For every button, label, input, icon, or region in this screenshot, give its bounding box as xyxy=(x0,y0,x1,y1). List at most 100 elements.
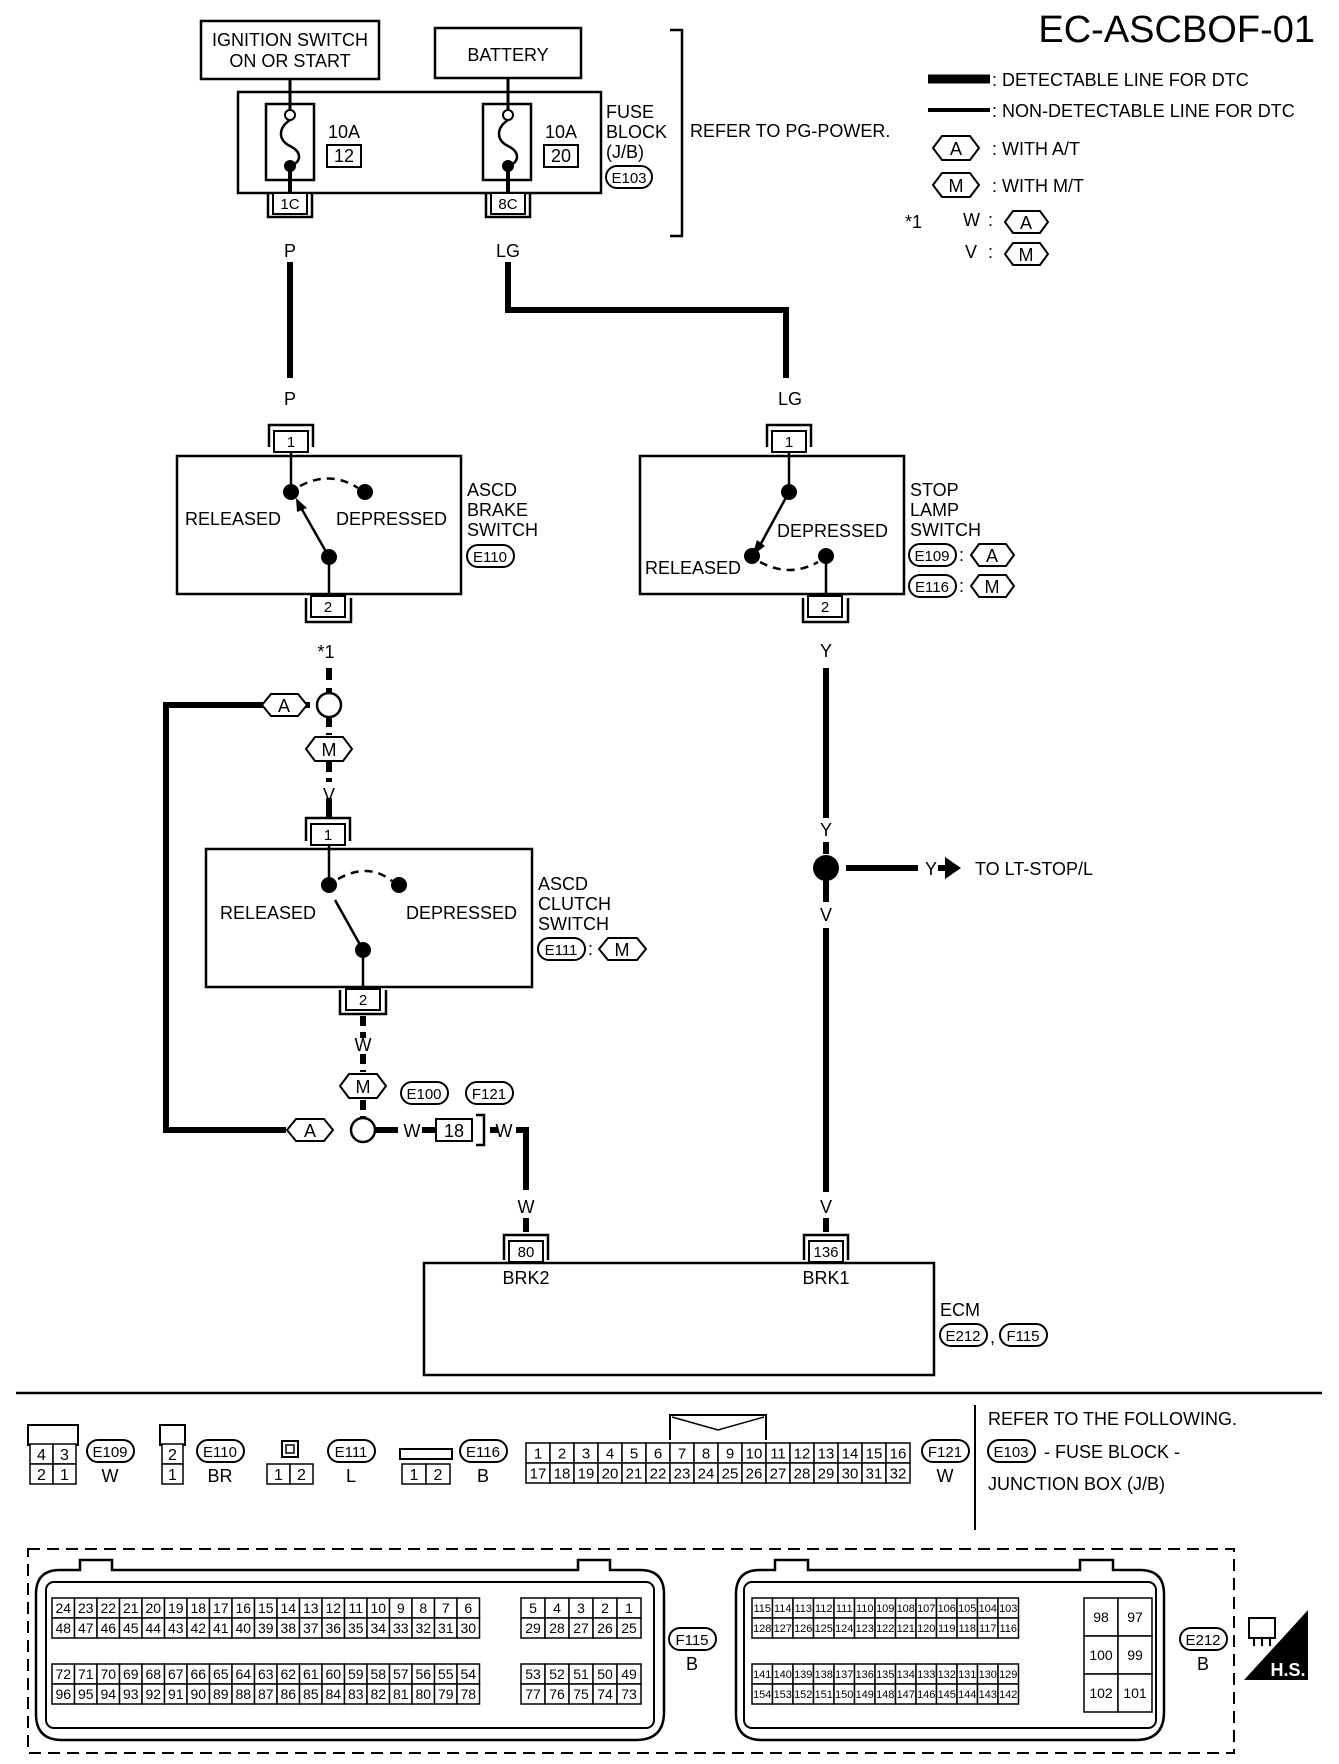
legend-at-tag xyxy=(931,135,981,161)
brake-conn-oval xyxy=(466,544,515,568)
f115-pin: 50 xyxy=(597,1666,613,1682)
brake-depressed: DEPRESSED xyxy=(336,509,447,529)
e212-pin: 141 xyxy=(753,1669,771,1681)
e212-pin: 137 xyxy=(835,1669,853,1681)
e212-pin: 145 xyxy=(938,1689,956,1701)
wire-w-to-ecm xyxy=(516,1127,529,1190)
e212-pin: 144 xyxy=(958,1689,976,1701)
f115-pin: 53 xyxy=(525,1666,541,1682)
brake-pin2: 2 xyxy=(324,599,332,616)
e111-id: E111 xyxy=(335,1444,368,1461)
wire-label-y2: Y xyxy=(820,820,832,840)
clutch-name-2: CLUTCH xyxy=(538,894,611,914)
e212-pin: 151 xyxy=(815,1689,833,1701)
brake-blade-arrow-icon xyxy=(296,498,307,512)
f115-color: B xyxy=(686,1654,698,1674)
stop-tag1 xyxy=(969,543,1016,567)
fuse-12-num-box xyxy=(326,144,362,168)
stop-lamp-switch: 1 DEPRESSED RELEASED 2 STOP LAMP SWITCH … xyxy=(638,423,1016,624)
ascd-clutch-switch: 1 RELEASED DEPRESSED 2 ASCD CLUTCH SWITC… xyxy=(204,816,648,1016)
clutch-pin1-bracket xyxy=(304,816,352,841)
e109-color: W xyxy=(102,1466,119,1486)
f115-pin: 8 xyxy=(419,1600,427,1616)
f115-pin: 61 xyxy=(303,1666,319,1682)
wire-label-w4: W xyxy=(518,1197,535,1217)
clutch-pin2: 2 xyxy=(359,992,367,1009)
f115-pin: 20 xyxy=(145,1600,161,1616)
f121-pin: 22 xyxy=(650,1465,667,1482)
f115-pin: 63 xyxy=(258,1666,274,1682)
e212-pin: 140 xyxy=(774,1669,792,1681)
f115-pin: 28 xyxy=(549,1620,565,1636)
hs-triangle xyxy=(1244,1610,1308,1680)
f115-pin: 62 xyxy=(280,1666,296,1682)
stop-conn1: E109 xyxy=(914,548,949,565)
ignition-switch-box xyxy=(199,19,381,81)
conn-e100-oval xyxy=(400,1081,449,1105)
f121-pin: 27 xyxy=(770,1465,787,1482)
ecm-pin136: 136 xyxy=(813,1244,838,1261)
f121-pin: 17 xyxy=(530,1465,547,1482)
legend-note-v: V xyxy=(965,242,977,262)
stop-name-3: SWITCH xyxy=(910,520,981,540)
e110-pin: 1 xyxy=(168,1467,177,1484)
f115-pin: 68 xyxy=(145,1666,161,1682)
e212-pin: 143 xyxy=(979,1689,997,1701)
e110-pin: 2 xyxy=(168,1447,177,1464)
conn-18: 18 xyxy=(444,1121,464,1141)
f115-pin: 64 xyxy=(235,1666,251,1682)
f121-pin: 12 xyxy=(794,1445,811,1462)
clutch-name-3: SWITCH xyxy=(538,914,609,934)
clutch-contact-released xyxy=(321,877,337,893)
f115-pin: 58 xyxy=(370,1666,386,1682)
ecm-brk1: BRK1 xyxy=(802,1268,849,1288)
f115-pin: 39 xyxy=(258,1620,274,1636)
stop-pin1: 1 xyxy=(785,434,793,451)
e212-pin: 119 xyxy=(938,1623,956,1635)
fuse-20-amp: 10A xyxy=(545,122,577,142)
f115-pin: 54 xyxy=(460,1666,476,1682)
e116-pin: 2 xyxy=(434,1467,443,1484)
f115-pin: 73 xyxy=(621,1686,637,1702)
f115-pin: 1 xyxy=(625,1600,633,1616)
f121-pin: 13 xyxy=(818,1445,835,1462)
wire-label-v3: V xyxy=(820,1197,832,1217)
term-8c: 8C xyxy=(498,196,517,213)
f115-housing xyxy=(34,1558,666,1742)
term-1c: 1C xyxy=(280,196,299,213)
f115-pin: 5 xyxy=(529,1600,537,1616)
brake-name-1: ASCD xyxy=(467,480,517,500)
wire-label-p-top: P xyxy=(284,241,296,261)
f115-pin: 85 xyxy=(303,1686,319,1702)
f115-pin: 36 xyxy=(325,1620,341,1636)
e212-pin: 130 xyxy=(979,1669,997,1681)
f115-pin: 24 xyxy=(55,1600,71,1616)
e212-pin: 146 xyxy=(917,1689,935,1701)
f115-pin: 94 xyxy=(100,1686,116,1702)
refer-conn: E103 xyxy=(993,1444,1028,1461)
e212-pin: 115 xyxy=(753,1603,771,1615)
ecm: 80 136 BRK2 BRK1 ECM E212 , F115 xyxy=(422,1233,1048,1377)
f115-pin: 38 xyxy=(280,1620,296,1636)
fuse-12-num: 12 xyxy=(334,146,354,166)
stop-pin2-box xyxy=(807,595,843,618)
f121-pin: 11 xyxy=(770,1445,786,1462)
f121-pin: 15 xyxy=(866,1445,883,1462)
f121-pin: 21 xyxy=(626,1465,643,1482)
brake-blade xyxy=(298,505,331,558)
brake-name-3: SWITCH xyxy=(467,520,538,540)
stop-tag2 xyxy=(969,574,1016,598)
legend-note-a-text: A xyxy=(1020,213,1032,233)
conn-e100: E100 xyxy=(406,1086,441,1103)
f115-pin: 65 xyxy=(213,1666,229,1682)
e109-housing xyxy=(27,1424,79,1446)
clutch-blade xyxy=(333,899,365,951)
f115-pin: 87 xyxy=(258,1686,274,1702)
e212-cell xyxy=(997,1683,1020,1705)
f115-pin: 71 xyxy=(78,1666,94,1682)
f115-pin: 89 xyxy=(213,1686,229,1702)
